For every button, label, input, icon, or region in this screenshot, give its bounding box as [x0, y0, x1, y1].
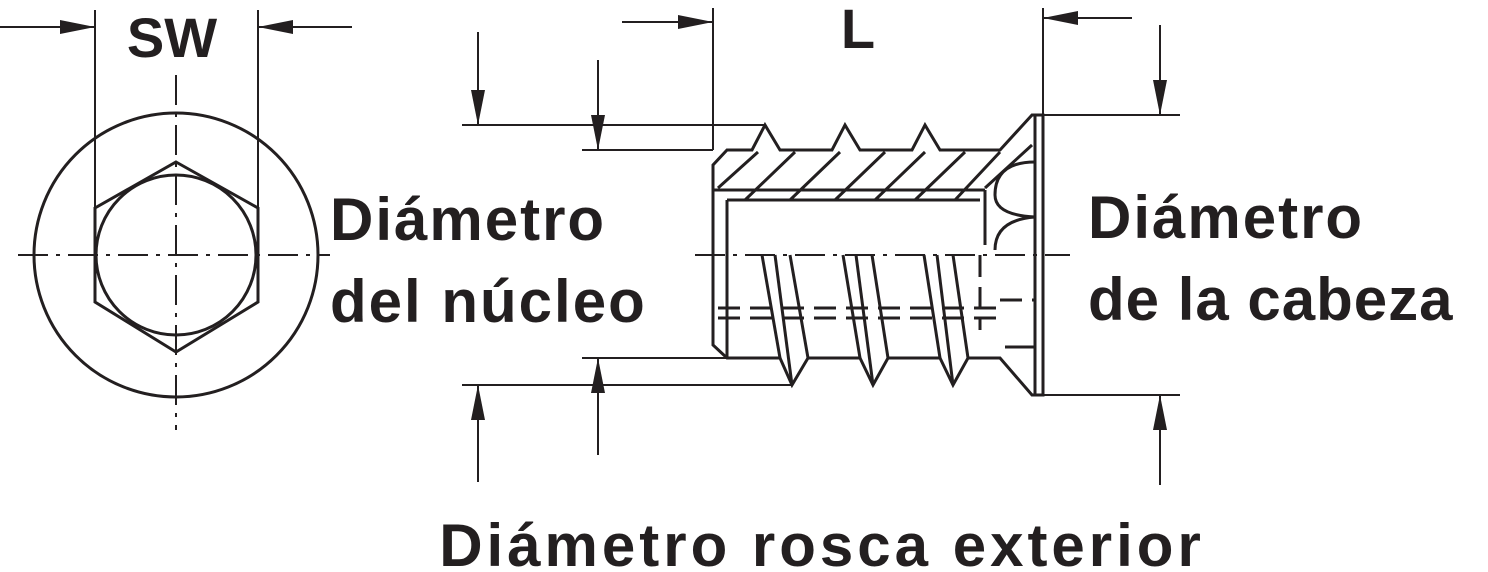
arrow-icon — [471, 385, 485, 420]
head-diameter-label-1: Diámetro — [1088, 184, 1364, 251]
outer-thread-diameter-label: Diámetro rosca exterior — [439, 512, 1205, 572]
arrow-icon — [1043, 11, 1078, 25]
side-view: L — [462, 0, 1180, 485]
section-hatch — [716, 143, 1034, 202]
arrow-icon — [591, 115, 605, 150]
insert-outline — [711, 113, 1045, 397]
arrow-icon — [258, 20, 293, 34]
end-view: SW — [0, 6, 352, 430]
length-label: L — [841, 0, 875, 60]
arrow-icon — [60, 20, 95, 34]
head-diameter-label-2: de la cabeza — [1088, 266, 1454, 333]
core-diameter-label-2: del núcleo — [330, 268, 647, 335]
arrow-icon — [1153, 80, 1167, 115]
arrow-icon — [471, 90, 485, 125]
arrow-icon — [591, 358, 605, 393]
sw-label: SW — [127, 6, 217, 69]
arrow-icon — [1153, 395, 1167, 430]
arrow-icon — [678, 15, 713, 29]
core-diameter-label-1: Diámetro — [330, 186, 606, 253]
